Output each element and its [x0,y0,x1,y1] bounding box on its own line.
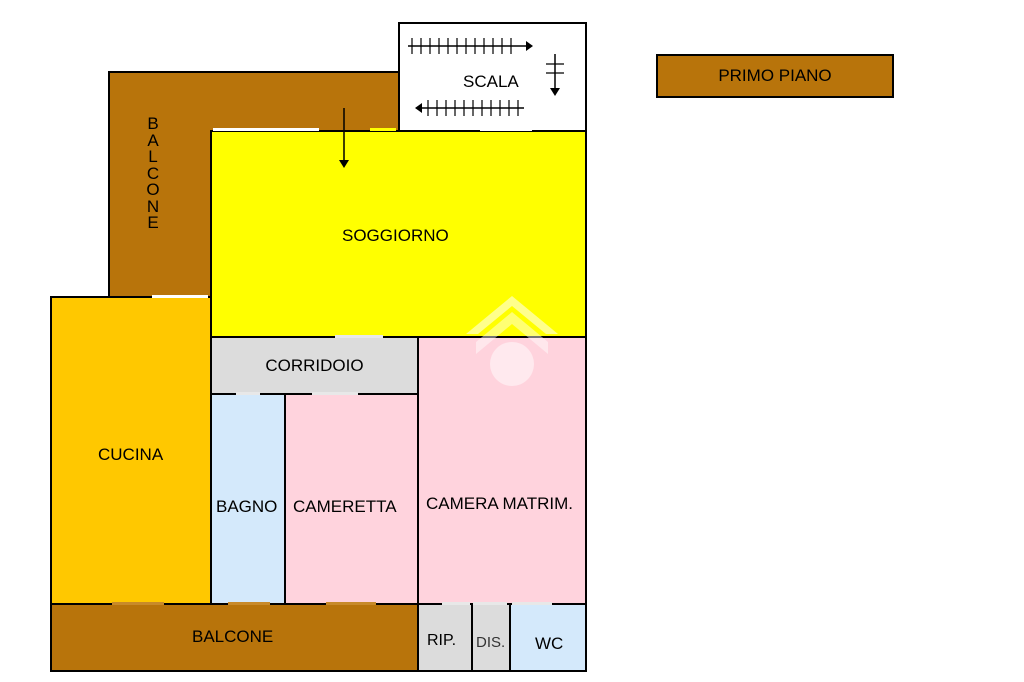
room-cucina-label: CUCINA [98,445,164,464]
door-corridoio-cameretta [312,392,358,395]
balcone-letter: A [147,130,159,150]
door-balcone-cucina [152,295,208,298]
door-scala-soggiorno [370,128,396,131]
room-bagno-label: BAGNO [216,497,278,516]
door-rip [442,602,470,605]
room-ripostiglio: RIP. [417,603,473,672]
door-corridoio-bagno [236,392,260,395]
door-bagno-balcone [228,602,270,605]
balcone-left-label: B A L C O N E [140,114,166,232]
balcone-letter: O [146,180,160,199]
room-wc: WC [509,603,587,672]
balcone-letter: B [147,114,159,133]
entrance-arrow-icon [339,108,349,168]
door-scala-soggiorno-right [480,128,532,131]
room-soggiorno: SOGGIORNO [210,130,587,338]
door-soggiorno-corridoio [335,335,383,338]
room-disimpegno-label: DIS. [476,634,506,651]
room-corridoio: CORRIDOIO [210,336,419,395]
stair-arrow-icon [408,38,564,116]
balcone-letter: N [146,196,160,216]
room-disimpegno: DIS. [471,603,511,672]
plan-title-label: PRIMO PIANO [718,66,832,85]
room-cameretta-label: CAMERETTA [293,497,397,516]
balcone-bottom-label: BALCONE [192,627,274,646]
balcone-letter: E [147,213,159,232]
door-cucina-balcone [112,602,164,605]
door-balcone-soggiorno [213,128,319,131]
room-ripostiglio-label: RIP. [427,632,457,649]
room-soggiorno-label: SOGGIORNO [342,226,449,245]
balcone-letter: C [146,163,160,183]
room-camera-matrimoniale-label: CAMERA MATRIM. [426,494,574,513]
watermark-logo-icon [466,296,558,386]
room-scala-label: SCALA [463,72,519,91]
room-cucina: CUCINA [50,296,212,605]
plan-title-badge: PRIMO PIANO [656,54,894,98]
balcone-bottom: BALCONE [50,603,419,672]
room-wc-label: WC [535,634,564,653]
room-corridoio-label: CORRIDOIO [265,355,364,375]
balcone-letter: L [148,147,158,166]
room-cameretta: CAMERETTA [284,393,419,605]
room-bagno: BAGNO [210,393,286,605]
door-wc [512,602,552,605]
door-cameretta-balcone [326,602,376,605]
door-camera-dis [473,602,507,605]
